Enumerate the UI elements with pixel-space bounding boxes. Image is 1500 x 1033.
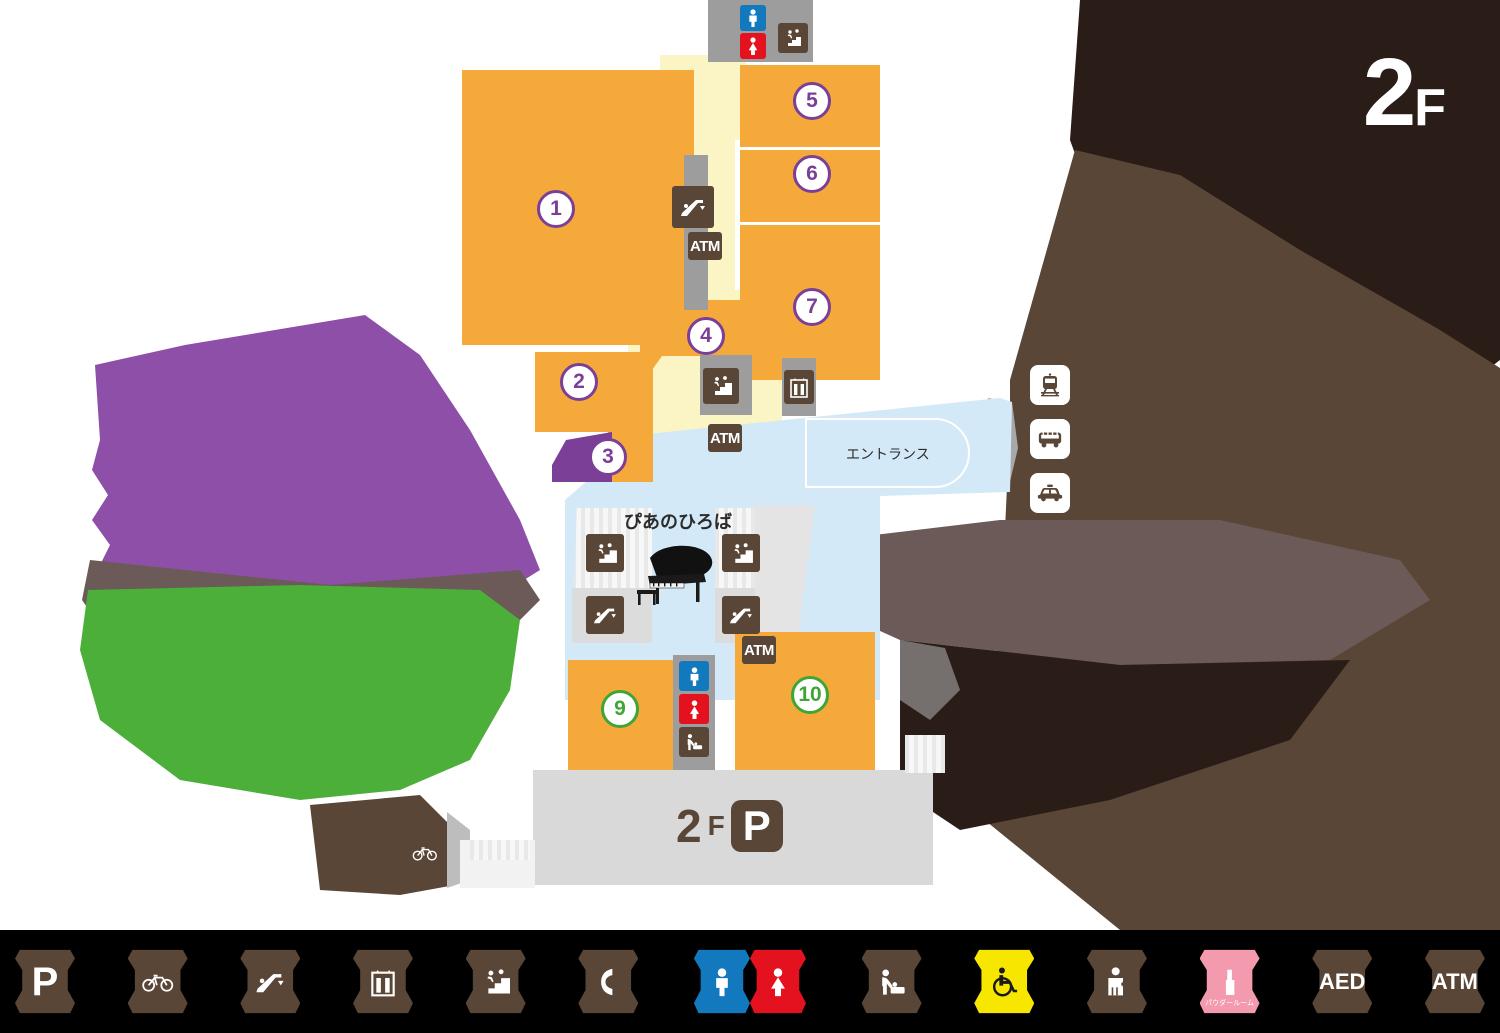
atm-icon-lower[interactable]: ATM (742, 636, 776, 664)
atm-icon-upper[interactable]: ATM (688, 232, 722, 260)
escalator-icon-plaza-left[interactable] (586, 596, 624, 634)
plaza-label: ぴあのひろば (624, 512, 732, 532)
parking-ramp-stripes (905, 735, 945, 773)
restroom-women-icon-lower[interactable] (679, 694, 709, 724)
parking-floor-tag: 2 F P (676, 800, 783, 852)
restroom-men-icon-lower[interactable] (679, 661, 709, 691)
restroom-men-icon (716, 967, 728, 996)
legend-bar: P (0, 930, 1500, 1033)
parking-entry-stripes (470, 840, 530, 860)
stairs-icon (481, 968, 510, 993)
legend-bicycle-parking[interactable] (125, 946, 191, 1018)
parking-p-icon: P (730, 800, 783, 852)
shop-marker-3[interactable]: 3 (589, 438, 627, 476)
shop-marker-9[interactable]: 9 (601, 690, 639, 728)
legend-telephone[interactable] (575, 946, 641, 1018)
legend-atm[interactable]: ATM (1422, 946, 1488, 1018)
zone-mauve-right (790, 520, 1430, 665)
telephone-icon (601, 968, 613, 995)
legend-aed[interactable]: AED (1309, 946, 1375, 1018)
shop-marker-5[interactable]: 5 (793, 82, 831, 120)
bicycle-parking-icon-map[interactable] (412, 843, 438, 863)
shop-marker-2[interactable]: 2 (560, 363, 598, 401)
bicycle-icon (141, 974, 173, 992)
restroom-women-icon[interactable] (740, 33, 766, 59)
train-icon[interactable] (1030, 365, 1070, 405)
parking-floor-suffix: F (707, 810, 725, 841)
elevator-icon (371, 969, 395, 996)
zone-green-left (80, 585, 520, 800)
legend-powder-room[interactable]: パウダールーム (1197, 946, 1263, 1018)
legend-stairs[interactable] (463, 946, 529, 1018)
zone-purple-left (92, 315, 540, 595)
shop-marker-7[interactable]: 7 (793, 288, 831, 326)
zone-grey-plaza-right (900, 640, 960, 720)
legend-restroom-women[interactable] (749, 949, 806, 1014)
legend-aed-label: AED (1318, 968, 1366, 994)
legend-parking-label: P (31, 959, 59, 1004)
plaza-entrance-hall (588, 398, 1012, 496)
legend-atm-label: ATM (1431, 968, 1478, 994)
legend-powder-room-label: パウダールーム (1205, 999, 1254, 1007)
floor-map: 2F 1 2 3 4 5 6 7 9 10 (0, 0, 1500, 930)
shop-marker-1[interactable]: 1 (537, 190, 575, 228)
parking-floor-number: 2 (676, 800, 702, 852)
bus-icon[interactable] (1030, 419, 1070, 459)
shop-marker-10[interactable]: 10 (791, 676, 829, 714)
elevator-icon-mid[interactable] (784, 370, 814, 404)
legend-restrooms[interactable] (688, 946, 812, 1018)
escalator-icon[interactable] (672, 186, 714, 228)
atm-icon-mid[interactable]: ATM (708, 424, 742, 452)
powder-room-icon (1225, 969, 1234, 995)
nursing-room-icon (1108, 966, 1126, 995)
stairs-icon[interactable] (778, 23, 808, 53)
taxi-icon[interactable] (1030, 473, 1070, 513)
legend-wheelchair[interactable] (971, 946, 1037, 1018)
zone-brown-bicycle (310, 795, 455, 895)
shop-marker-4[interactable]: 4 (687, 317, 725, 355)
baby-changing-icon (881, 969, 905, 995)
legend-elevator[interactable] (350, 946, 416, 1018)
shop-area-1[interactable] (462, 70, 694, 345)
restroom-men-icon[interactable] (740, 5, 766, 31)
legend-restroom-men[interactable] (693, 949, 750, 1014)
wheelchair-icon (993, 967, 1018, 996)
stairs-icon-mid[interactable] (703, 368, 739, 404)
legend-baby-changing[interactable] (859, 946, 925, 1018)
zone-dark-brown-lowerright (900, 640, 1350, 830)
shop-marker-6[interactable]: 6 (793, 155, 831, 193)
stairs-icon-plaza-left[interactable] (586, 534, 624, 572)
restroom-women-icon (771, 967, 785, 996)
entrance-label: エントランス (846, 446, 930, 462)
entrance-outline (805, 418, 970, 488)
zone-shapes-layer (80, 0, 1500, 930)
legend-nursing-room[interactable] (1084, 946, 1150, 1018)
legend-parking[interactable]: P (12, 946, 78, 1018)
grand-piano-illustration (637, 545, 713, 605)
stairs-icon-plaza-right[interactable] (722, 534, 760, 572)
legend-escalator[interactable] (237, 946, 303, 1018)
escalator-icon-plaza-right[interactable] (722, 596, 760, 634)
escalator-icon (256, 973, 284, 992)
baby-changing-icon-lower[interactable] (679, 727, 709, 757)
